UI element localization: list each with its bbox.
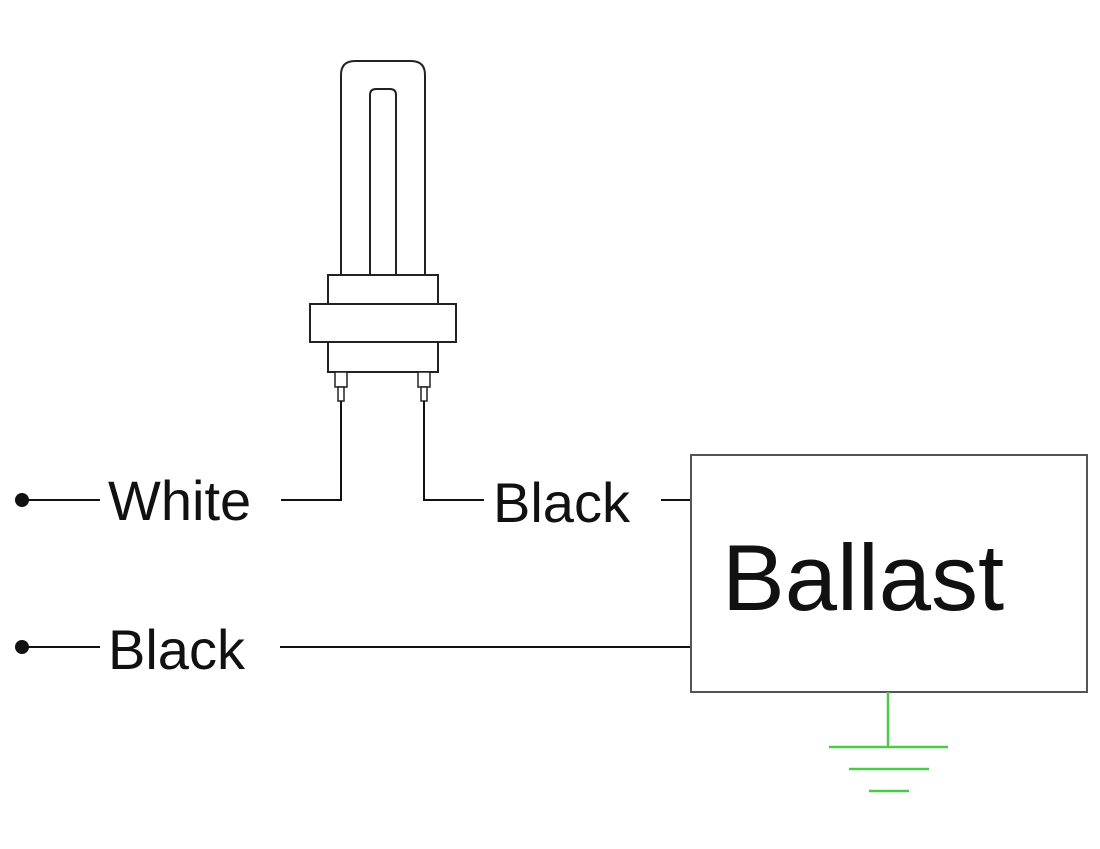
white-wire-label: White — [108, 469, 251, 532]
ballast-box — [690, 454, 1088, 693]
ground-icon — [829, 692, 948, 793]
black-wire-lamp-label: Black — [493, 471, 631, 534]
black-wire-line-label: Black — [108, 618, 246, 681]
white-wire — [22, 401, 342, 501]
ballast-label: Ballast — [722, 525, 1004, 630]
lamp-icon — [309, 60, 457, 402]
black-wire-lamp — [423, 401, 691, 501]
